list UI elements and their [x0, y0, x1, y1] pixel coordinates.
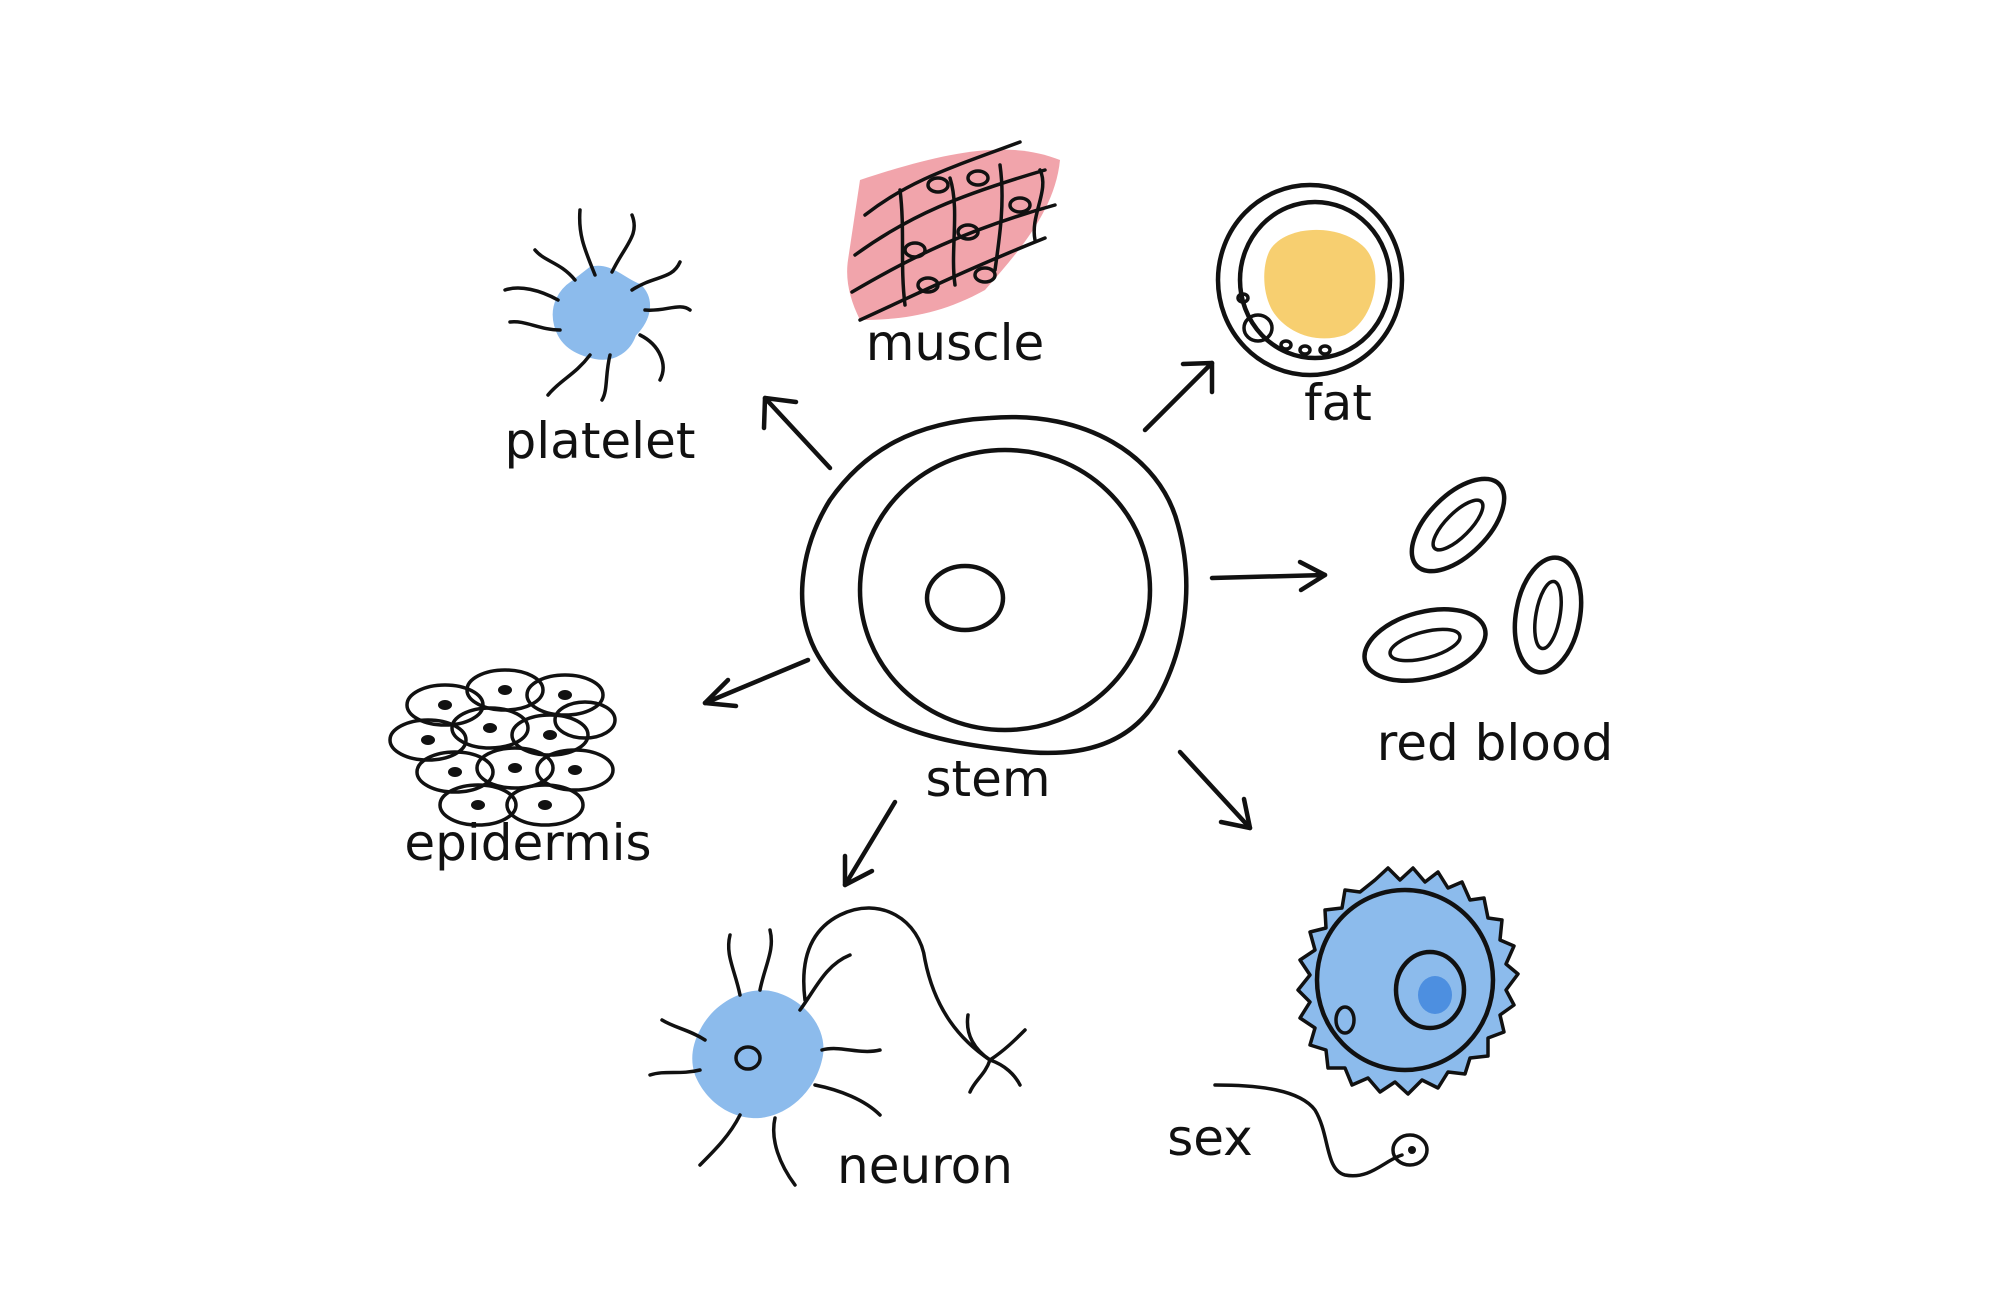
sperm-nucleus [1408, 1146, 1416, 1154]
neuron-cell-icon [648, 906, 1027, 1187]
arrow-to-neuron [842, 799, 898, 888]
stem-cell-inner [857, 447, 1153, 733]
label-sex: sex [1167, 1109, 1253, 1167]
stem-cell-cytoplasm [799, 414, 1189, 756]
stem-cell [799, 414, 1189, 756]
red-blood-cell-icon [1362, 476, 1584, 683]
sex-cell-icon [1213, 866, 1520, 1178]
egg-polar-body [1334, 1005, 1356, 1035]
egg-nucleolus [1418, 976, 1452, 1014]
label-epidermis: epidermis [404, 814, 651, 872]
sperm-head [1391, 1133, 1429, 1167]
fat-inner [1237, 199, 1393, 361]
arrow-to-red-blood [1209, 559, 1328, 593]
fat-cell-icon [1215, 182, 1405, 378]
label-fat: fat [1304, 374, 1372, 432]
platelet-body [552, 265, 650, 360]
arrow-to-platelet [761, 395, 833, 471]
sperm-tail [1213, 1083, 1404, 1178]
egg-nucleus [1393, 949, 1467, 1031]
stem-cell-nucleus [924, 563, 1006, 633]
neuron-nucleus [734, 1045, 762, 1071]
fat-droplet [1264, 229, 1376, 339]
fat-outer [1215, 182, 1405, 378]
egg-membrane [1314, 887, 1496, 1073]
label-neuron: neuron [837, 1137, 1013, 1195]
egg-corona [1296, 866, 1520, 1096]
fat-nucleus [1242, 313, 1274, 343]
epidermis-cell-icon [388, 668, 617, 827]
label-stem: stem [925, 750, 1050, 808]
arrow-to-fat [1142, 360, 1215, 433]
label-red-blood: red blood [1377, 714, 1613, 772]
muscle-cell-icon [847, 140, 1060, 322]
label-muscle: muscle [866, 314, 1045, 372]
arrow-to-sex [1177, 749, 1253, 831]
platelet-cell-icon [503, 208, 692, 402]
arrows [702, 360, 1328, 888]
arrow-to-epidermis [702, 657, 811, 709]
label-platelet: platelet [505, 412, 696, 470]
